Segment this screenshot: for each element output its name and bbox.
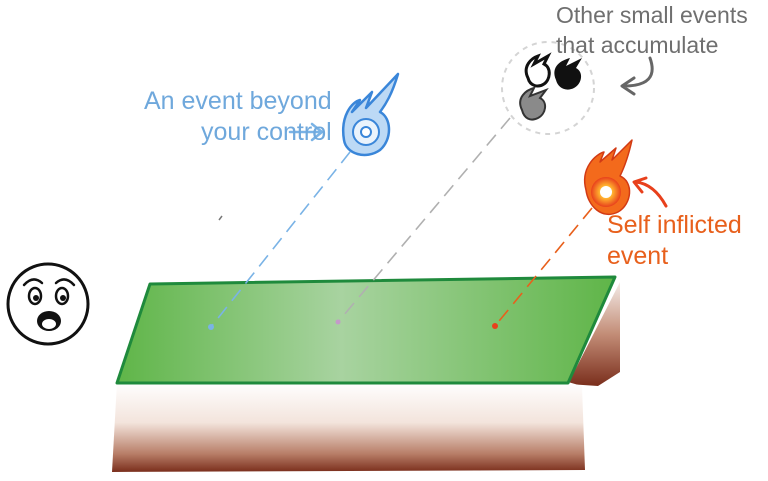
blue-arrow-icon [288, 122, 324, 142]
impact-external [208, 324, 214, 330]
small-events-label-line-2: that accumulate [556, 32, 719, 58]
grass-top [115, 275, 617, 385]
ground-block [112, 275, 620, 472]
impact-self-inflicted [492, 323, 498, 329]
trajectory-self-inflicted [494, 207, 593, 327]
external-event-label: An event beyond your control [144, 86, 332, 148]
blue-comet-icon [341, 72, 400, 157]
soil-side [568, 282, 620, 386]
small-events-label-line-1: Other small events [556, 2, 748, 28]
impact-small-events [335, 319, 341, 325]
gray-arrow-icon [620, 56, 654, 96]
orange-arrow-icon [632, 176, 668, 208]
small-comet-icons [501, 41, 595, 135]
self-inflicted-label: Self inflicted event [607, 210, 742, 272]
fire-comet-icon [583, 139, 633, 215]
trajectory-external [210, 151, 351, 328]
external-event-label-line-2: your control [201, 118, 332, 146]
soil-front [112, 382, 585, 472]
stray-tick [218, 215, 223, 221]
small-events-label: Other small events that accumulate [556, 0, 748, 60]
external-event-label-line-1: An event beyond [144, 87, 332, 115]
self-inflicted-label-line-2: event [607, 242, 669, 270]
worried-face-icon [6, 262, 90, 346]
trajectory-small-events [337, 117, 511, 323]
self-inflicted-label-line-1: Self inflicted [607, 211, 742, 239]
